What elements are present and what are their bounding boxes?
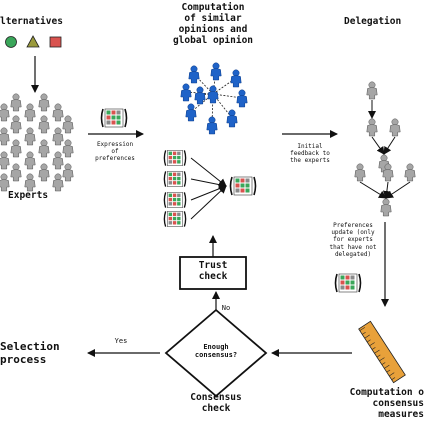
ruler-tick bbox=[389, 372, 395, 377]
global-opinion-matrix-icon bbox=[231, 177, 256, 195]
converge-arrow bbox=[190, 157, 227, 187]
person-icon bbox=[62, 115, 74, 134]
experts-crowd bbox=[0, 93, 74, 192]
person-icon bbox=[206, 116, 218, 135]
person-icon bbox=[38, 115, 50, 134]
person-icon bbox=[207, 85, 219, 104]
triangle-alternative-icon bbox=[26, 35, 40, 48]
ruler-tick bbox=[362, 331, 366, 335]
trust-check-label: Trust check bbox=[198, 260, 228, 282]
consensus-check-label: Consensus check bbox=[190, 392, 242, 414]
person-icon bbox=[52, 151, 64, 170]
delegation-arrow bbox=[371, 136, 385, 155]
ruler-tick bbox=[379, 357, 385, 362]
ruler-tick bbox=[371, 347, 376, 350]
no-label: No bbox=[221, 304, 231, 312]
enough-consensus-label: Enough consensus? bbox=[194, 343, 238, 360]
ruler-tick bbox=[369, 342, 375, 347]
ruler-tick bbox=[381, 362, 386, 365]
updated-preference-matrix-icon bbox=[336, 274, 361, 292]
person-icon bbox=[24, 151, 36, 170]
person-icon bbox=[10, 115, 22, 134]
person-icon bbox=[226, 109, 238, 128]
person-icon bbox=[62, 139, 74, 158]
preferences-update-label: Preferences update (only for experts tha… bbox=[329, 222, 377, 258]
person-icon bbox=[52, 103, 64, 122]
preference-matrices bbox=[164, 150, 227, 226]
converge-arrow bbox=[190, 178, 227, 189]
preference-matrix-icon bbox=[164, 211, 185, 226]
alternatives-label: lternatives bbox=[0, 16, 63, 27]
yes-label: Yes bbox=[114, 337, 128, 345]
expression-of-preferences-label: Expression of preferences bbox=[95, 141, 135, 163]
person-icon bbox=[366, 81, 378, 100]
preference-matrix-icon bbox=[164, 171, 185, 186]
person-icon bbox=[10, 139, 22, 158]
preference-matrix-icon bbox=[164, 192, 185, 207]
selection-process-label: Selection process bbox=[0, 340, 60, 366]
ruler-tick bbox=[374, 349, 380, 354]
delegation-arrow bbox=[359, 181, 387, 199]
person-icon bbox=[389, 118, 401, 137]
ruler-tick bbox=[391, 377, 396, 380]
delegation-tree bbox=[354, 81, 416, 217]
person-icon bbox=[0, 127, 10, 146]
converge-arrow bbox=[190, 184, 227, 201]
delegation-arrow bbox=[383, 136, 396, 155]
person-icon bbox=[10, 93, 22, 112]
ruler-tick bbox=[364, 334, 370, 339]
consensus-check-diamond bbox=[164, 308, 268, 398]
person-icon bbox=[24, 127, 36, 146]
experts-label: Experts bbox=[8, 190, 49, 201]
computation-title: Computation of similar opinions and glob… bbox=[172, 2, 254, 46]
ruler-tick bbox=[386, 369, 391, 373]
person-icon bbox=[236, 89, 248, 108]
ruler-icon bbox=[358, 320, 406, 384]
person-icon bbox=[0, 151, 10, 170]
person-icon bbox=[38, 163, 50, 182]
trust-check-box bbox=[179, 256, 247, 290]
delegation-arrow bbox=[385, 181, 411, 199]
ruler-tick bbox=[359, 327, 365, 331]
person-icon bbox=[366, 118, 378, 137]
person-icon bbox=[24, 173, 36, 192]
person-icon bbox=[354, 163, 366, 182]
person-icon bbox=[185, 103, 197, 122]
person-icon bbox=[10, 163, 22, 182]
person-icon bbox=[188, 65, 200, 84]
person-icon bbox=[230, 69, 242, 88]
person-icon bbox=[52, 127, 64, 146]
ruler-tick bbox=[376, 354, 381, 358]
person-icon bbox=[52, 173, 64, 192]
person-icon bbox=[0, 103, 10, 122]
similar-opinions-network bbox=[180, 62, 248, 135]
preference-matrix-icon bbox=[102, 109, 127, 127]
person-icon bbox=[38, 139, 50, 158]
circle-alternative-icon bbox=[5, 36, 17, 48]
converge-arrow bbox=[190, 185, 227, 220]
delegation-label: Delegation bbox=[344, 16, 402, 27]
person-icon bbox=[38, 93, 50, 112]
person-icon bbox=[0, 173, 10, 192]
computation-consensus-label: Computation o consensus measures bbox=[349, 387, 424, 420]
person-icon bbox=[180, 83, 192, 102]
network-link bbox=[212, 77, 237, 95]
person-icon bbox=[24, 103, 36, 122]
delegation-arrow bbox=[382, 181, 391, 199]
ruler-tick bbox=[384, 364, 390, 369]
preference-matrix-icon bbox=[164, 150, 185, 165]
person-icon bbox=[62, 163, 74, 182]
square-alternative-icon bbox=[49, 36, 62, 48]
ruler-tick bbox=[366, 339, 371, 343]
person-icon bbox=[380, 198, 392, 217]
initial-feedback-label: Initial feedback to the experts bbox=[290, 143, 330, 165]
person-icon bbox=[404, 163, 416, 182]
person-icon bbox=[210, 62, 222, 81]
